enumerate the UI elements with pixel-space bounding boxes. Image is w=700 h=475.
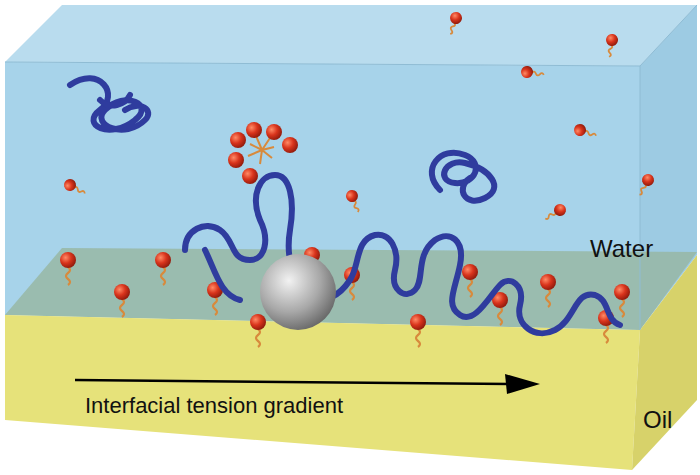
water-label: Water	[590, 236, 653, 262]
gradient-arrow	[75, 380, 510, 384]
surfactant	[542, 202, 568, 224]
surfactant	[492, 292, 508, 325]
surfactant	[540, 274, 556, 307]
oil-label: Oil	[643, 407, 672, 433]
oil-front	[5, 315, 640, 470]
micelle	[228, 122, 298, 184]
surfactant	[603, 33, 619, 58]
arrow-head	[505, 374, 540, 394]
surfactant	[410, 314, 426, 347]
surfactant	[114, 284, 130, 317]
surfactant	[445, 10, 464, 36]
surfactant	[520, 65, 545, 81]
surfactant	[572, 122, 598, 141]
box-edge	[640, 66, 641, 330]
surfactant	[462, 264, 478, 297]
axis-label: Interfacial tension gradient	[85, 394, 343, 418]
surfactant	[60, 252, 76, 285]
particle-sphere	[260, 254, 336, 330]
surfactant	[634, 172, 656, 198]
surfactant	[250, 314, 266, 347]
surfactant	[155, 252, 171, 285]
oil-side	[632, 255, 697, 470]
surfactant	[344, 188, 363, 214]
surfactant	[62, 177, 88, 199]
polymer-chain	[70, 78, 620, 333]
water-top	[5, 5, 697, 66]
box-edge	[5, 5, 697, 66]
surfactant	[614, 284, 630, 317]
